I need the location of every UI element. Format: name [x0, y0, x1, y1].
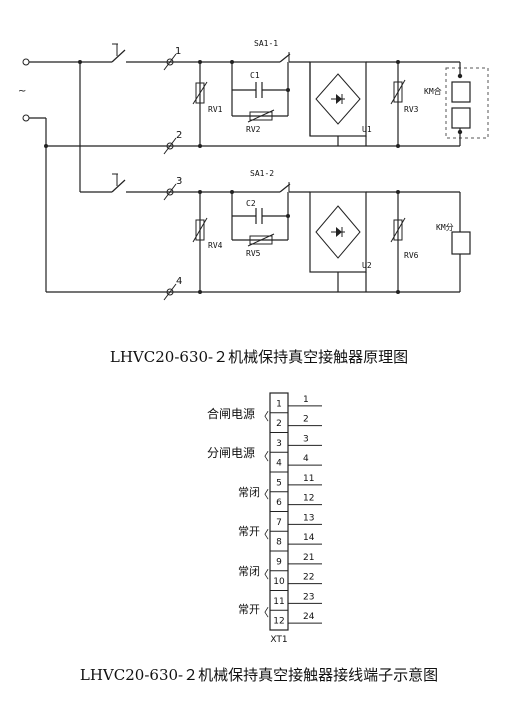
wire-number: 1: [303, 395, 309, 405]
rv5-label: RV5: [246, 249, 261, 258]
terminal-4-label: 4: [176, 276, 182, 287]
rv6-varistor: [393, 219, 403, 241]
switch-lower: [111, 179, 126, 193]
km-open-coil: [451, 231, 471, 255]
group-label-no-2: 常开: [238, 603, 260, 616]
group-label-nc-2: 常闭: [238, 565, 260, 578]
bracket-3: 〈: [258, 488, 269, 501]
rv2-varistor: [249, 111, 273, 121]
c2-label: C2: [246, 199, 256, 208]
terminal-2: [166, 142, 174, 150]
terminal-1: [166, 58, 174, 66]
group-label-no-1: 常开: [238, 525, 260, 538]
wire-number: 23: [303, 592, 314, 602]
terminal-cell-number: 3: [276, 439, 282, 449]
wire-number: 12: [303, 494, 314, 504]
wire-number: 2: [303, 415, 309, 425]
u1-label: U1: [362, 125, 372, 134]
rv3-label: RV3: [404, 105, 419, 114]
terminal-3: [166, 188, 174, 196]
km-close-coil-a: [451, 81, 471, 103]
u2-label: U2: [362, 261, 372, 270]
rv4-label: RV4: [208, 241, 223, 250]
group-label-open-power: 分闸电源: [207, 446, 255, 460]
terminal-cell-number: 7: [276, 518, 282, 528]
bracket-6: 〈: [258, 606, 269, 619]
terminal-block-title: LHVC20-630-２机械保持真空接触器接线端子示意图: [80, 666, 438, 684]
km-close-coil-b: [451, 107, 471, 129]
terminal-1-label: 1: [175, 46, 181, 57]
ac-symbol: ~: [18, 86, 26, 97]
km-close-label: KM合: [424, 86, 442, 96]
bracket-1: 〈: [258, 410, 269, 423]
rv2-label: RV2: [246, 125, 261, 134]
group-label-close-power: 合闸电源: [207, 406, 255, 421]
sa1-1-label: SA1-1: [254, 39, 278, 48]
wire-number: 11: [303, 474, 314, 484]
terminal-cell-number: 5: [276, 478, 282, 488]
bracket-2: 〈: [258, 450, 269, 463]
bracket-4: 〈: [258, 528, 269, 541]
wire-number: 22: [303, 573, 314, 583]
schematic-title: LHVC20-630-２机械保持真空接触器原理图: [110, 348, 408, 366]
terminal-cell-number: 10: [273, 577, 285, 587]
rv4-varistor: [195, 219, 205, 241]
terminal-cell-number: 12: [273, 617, 284, 627]
terminal-4: [166, 288, 174, 296]
terminal-cell-number: 6: [276, 498, 282, 508]
sa1-2-contact: [279, 183, 291, 193]
schematic: ~ 1 SA1-1 RV1 C1: [18, 39, 489, 366]
sa1-2-label: SA1-2: [250, 169, 274, 178]
c1-label: C1: [250, 71, 260, 80]
terminal-cell-number: 1: [276, 399, 282, 409]
group-label-nc-1: 常闭: [238, 486, 260, 499]
km-close-enclosure: [445, 67, 489, 139]
rv5-varistor: [249, 235, 273, 245]
terminal-cell-number: 9: [276, 557, 282, 567]
wire-number: 3: [303, 434, 309, 444]
rv1-varistor: [195, 82, 205, 104]
terminal-cell-number: 4: [276, 459, 282, 469]
wire-number: 24: [303, 612, 315, 622]
wire-number: 4: [303, 454, 309, 464]
km-open-label: KM分: [436, 223, 454, 232]
rv6-label: RV6: [404, 251, 419, 260]
terminal-block-name: XT1: [270, 635, 287, 645]
terminal-cell-number: 11: [273, 597, 284, 607]
bracket-5: 〈: [258, 568, 269, 581]
rv3-varistor: [393, 81, 403, 103]
wire-number: 14: [303, 533, 315, 543]
sa1-1-contact: [279, 53, 291, 63]
terminal-3-label: 3: [176, 176, 182, 187]
wire-number: 13: [303, 513, 314, 523]
input-terminal-top: [22, 58, 30, 66]
terminal-cell-number: 2: [276, 419, 282, 429]
rv1-label: RV1: [208, 105, 223, 114]
input-terminal-bottom: [22, 114, 30, 122]
switch-upper: [111, 49, 126, 63]
terminal-cell-number: 8: [276, 538, 282, 548]
terminal-2-label: 2: [176, 130, 182, 141]
wire-number: 21: [303, 553, 314, 563]
